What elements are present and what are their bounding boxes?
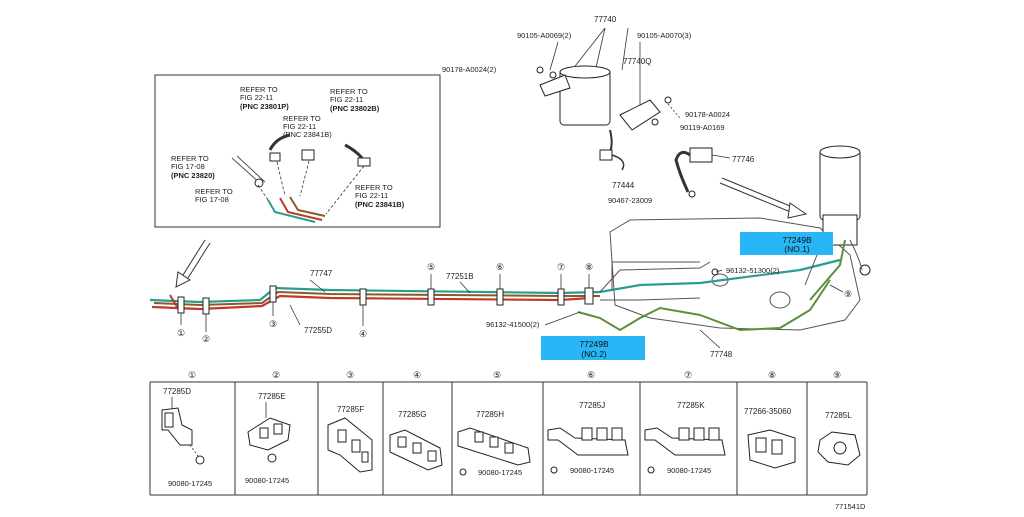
cell7-bolt: 90080-17245 (667, 466, 711, 475)
table-header-3: ③ (346, 370, 354, 380)
marker-2: ② (202, 334, 210, 344)
cell1-part: 77285D (163, 387, 191, 396)
label-77444: 77444 (612, 181, 635, 190)
inset-ref2-l2: FIG 22-11 (283, 122, 316, 131)
inset-ref2-l1: REFER TO (283, 114, 321, 123)
cell6-part: 77285J (579, 401, 605, 410)
label-96132-41500: 96132-41500(2) (486, 320, 540, 329)
inset-hose-drawing (231, 133, 371, 223)
table-cell-1: 77285D 90080-17245 (161, 387, 212, 488)
label-77255d: 77255D (304, 326, 332, 335)
label-90105-a0069: 90105-A0069(2) (517, 31, 572, 40)
charcoal-canister (536, 27, 731, 198)
clamp-table: ① ② ③ ④ ⑤ ⑥ ⑦ ⑧ ⑨ (149, 370, 868, 496)
label-90467-23009: 90467-23009 (608, 196, 652, 205)
inset-ref1-l3: (PNC 23801P) (240, 102, 289, 111)
main-markers: ① ② ③ ④ ⑤ ⑥ ⑦ ⑧ ⑨ (177, 262, 852, 344)
table-cell-2: 77285E 90080-17245 (245, 392, 291, 485)
inset-ref1-l2: FIG 22-11 (240, 93, 273, 102)
label-90178-a0024-2: 90178-A0024(2) (442, 65, 497, 74)
highlight-77249b-no1: 77249B (NO.1) (740, 232, 833, 255)
label-90178-a0024: 90178-A0024 (685, 110, 730, 119)
table-header-2: ② (272, 370, 280, 380)
inset-ref6-l1: REFER TO (355, 183, 393, 192)
hl2-line1: 77249B (579, 339, 609, 349)
cell6-bolt: 90080-17245 (570, 466, 614, 475)
inset-ref4-l3: (PNC 23820) (171, 171, 215, 180)
cell7-part: 77285K (677, 401, 705, 410)
inset-pointer-arrow (175, 239, 211, 288)
inset-ref3-l3: (PNC 23802B) (330, 104, 380, 113)
inset-ref5-l2: FIG 17-08 (195, 195, 229, 204)
label-90119-a0169: 90119-A0169 (680, 123, 724, 132)
table-cell-3: 77285F (327, 405, 373, 473)
line-clamps (177, 285, 594, 315)
marker-leaders (180, 269, 844, 349)
label-77746: 77746 (732, 155, 755, 164)
tank-pointer-arrow (719, 177, 808, 219)
figure-id: 771541D (835, 502, 866, 511)
table-cell-8: 77266-35060 (744, 407, 796, 469)
fuel-tank-outline (609, 145, 871, 331)
highlight-77249b-no2: 77249B (NO.2) (541, 336, 645, 360)
table-header-1: ① (188, 370, 196, 380)
inset-ref1-l1: REFER TO (240, 85, 278, 94)
label-77251b: 77251B (446, 272, 474, 281)
label-77748: 77748 (710, 350, 733, 359)
hl1-line1: 77249B (782, 235, 812, 245)
table-header-4: ④ (413, 370, 421, 380)
cell5-part: 77285H (476, 410, 504, 419)
hl1-line2: (NO.1) (784, 244, 810, 254)
cell5-bolt: 90080-17245 (478, 468, 522, 477)
inset-ref3-l2: FIG 22-11 (330, 95, 363, 104)
inset-ref4-l1: REFER TO (171, 154, 209, 163)
table-cell-4: 77285G (389, 410, 443, 471)
label-77740: 77740 (594, 15, 617, 24)
marker-6: ⑥ (496, 262, 504, 272)
marker-3: ③ (269, 319, 277, 329)
marker-7: ⑦ (557, 262, 565, 272)
cell2-bolt: 90080-17245 (245, 476, 289, 485)
cell8-part: 77266-35060 (744, 407, 792, 416)
label-96132-51300: 96132-51300(2) (726, 266, 780, 275)
inset-frame (154, 74, 441, 228)
table-header-7: ⑦ (684, 370, 692, 380)
marker-9: ⑨ (844, 289, 852, 299)
table-cell-5: 77285H 90080-17245 (457, 410, 531, 477)
table-header-9: ⑨ (833, 370, 841, 380)
cell3-part: 77285F (337, 405, 364, 414)
inset-ref3-l1: REFER TO (330, 87, 368, 96)
inset-ref6-l3: (PNC 23841B) (355, 200, 405, 209)
marker-8: ⑧ (585, 262, 593, 272)
cell1-bolt: 90080-17245 (168, 479, 212, 488)
cell2-part: 77285E (258, 392, 286, 401)
inset-ref5-l1: REFER TO (195, 187, 233, 196)
label-77747: 77747 (310, 269, 333, 278)
table-header-8: ⑧ (768, 370, 776, 380)
marker-1: ① (177, 328, 185, 338)
label-90105-a0070: 90105-A0070(3) (637, 31, 692, 40)
table-header-6: ⑥ (587, 370, 595, 380)
inset-ref4-l2: FIG 17-08 (171, 162, 205, 171)
table-cell-6: 77285J 90080-17245 (547, 401, 629, 475)
cell9-part: 77285L (825, 411, 852, 420)
label-77740q: 77740Q (623, 57, 651, 66)
inset-ref6-l2: FIG 22-11 (355, 191, 388, 200)
table-header-5: ⑤ (493, 370, 501, 380)
marker-4: ④ (359, 329, 367, 339)
hl2-line2: (NO.2) (581, 349, 607, 359)
cell4-part: 77285G (398, 410, 426, 419)
table-cell-7: 77285K 90080-17245 (644, 401, 726, 475)
inset-ref2-l3: (PNC 23841B) (283, 130, 332, 139)
marker-5: ⑤ (427, 262, 435, 272)
table-cell-9: 77285L (817, 411, 861, 466)
